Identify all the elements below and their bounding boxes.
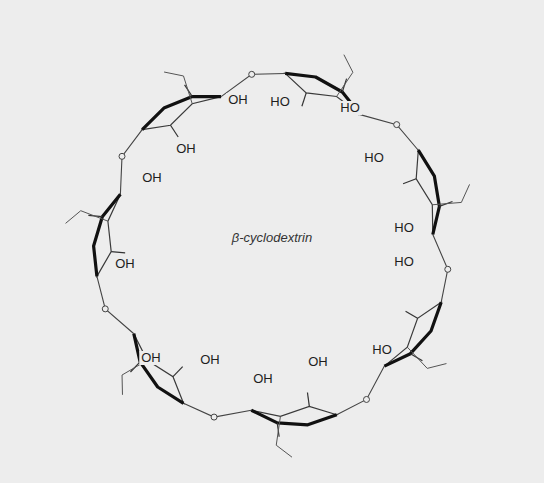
hydroxymethyl-bond bbox=[432, 184, 469, 204]
chair-front-edge bbox=[142, 97, 221, 130]
chair-ring bbox=[142, 97, 221, 130]
hydroxymethyl-bond bbox=[66, 211, 108, 224]
bond bbox=[173, 367, 183, 377]
molecule-name: β-cyclodextrin bbox=[230, 231, 314, 245]
hydroxyl-label: HO bbox=[392, 221, 416, 235]
glycosidic-bond bbox=[183, 403, 251, 417]
ring-oxygen bbox=[445, 266, 451, 272]
hydroxyl-label: HO bbox=[392, 255, 416, 269]
chair-front-edge bbox=[418, 150, 439, 234]
glycosidic-bond bbox=[360, 115, 418, 151]
bond bbox=[403, 179, 416, 184]
hydroxymethyl-bond bbox=[407, 347, 446, 368]
hydroxyl-label: OH bbox=[251, 372, 275, 386]
hydroxyl-label: OH bbox=[174, 142, 198, 156]
glycosidic-bond bbox=[120, 130, 142, 195]
hydroxyl-label: HO bbox=[268, 95, 292, 109]
hydroxyl-label: HO bbox=[370, 343, 394, 357]
bond bbox=[406, 311, 418, 318]
glycosidic-bond bbox=[97, 276, 134, 333]
hydroxyl-label: HO bbox=[362, 151, 386, 165]
ring-oxygen bbox=[102, 306, 108, 312]
chair-ring bbox=[416, 150, 439, 234]
bond bbox=[111, 252, 125, 253]
hydroxymethyl-bond bbox=[276, 416, 292, 457]
hydroxymethyl-bond bbox=[164, 72, 192, 104]
chair-front-edge bbox=[134, 334, 184, 404]
ring-oxygen bbox=[211, 414, 217, 420]
ring-oxygen bbox=[119, 153, 125, 159]
bond bbox=[171, 125, 179, 137]
chair-front-edge bbox=[251, 410, 336, 425]
hydroxyl-label: OH bbox=[139, 351, 163, 365]
chair-ring bbox=[134, 334, 184, 404]
bond bbox=[307, 393, 309, 407]
hydroxyl-label: OH bbox=[198, 353, 222, 367]
hydroxyl-label: HO bbox=[338, 101, 362, 115]
hydroxyl-label: OH bbox=[140, 171, 164, 185]
hydroxyl-label: OH bbox=[306, 355, 330, 369]
hydroxyl-label: OH bbox=[113, 257, 137, 271]
bond bbox=[302, 93, 306, 106]
ring-oxygen bbox=[363, 396, 369, 402]
hydroxymethyl-bond bbox=[337, 55, 353, 97]
ring-oxygen bbox=[394, 122, 400, 128]
hydroxymethyl-bond bbox=[122, 360, 147, 395]
glycosidic-bond bbox=[337, 366, 385, 415]
ring-oxygen bbox=[249, 71, 255, 77]
hydroxyl-label: OH bbox=[226, 93, 250, 107]
chair-ring bbox=[251, 406, 336, 424]
